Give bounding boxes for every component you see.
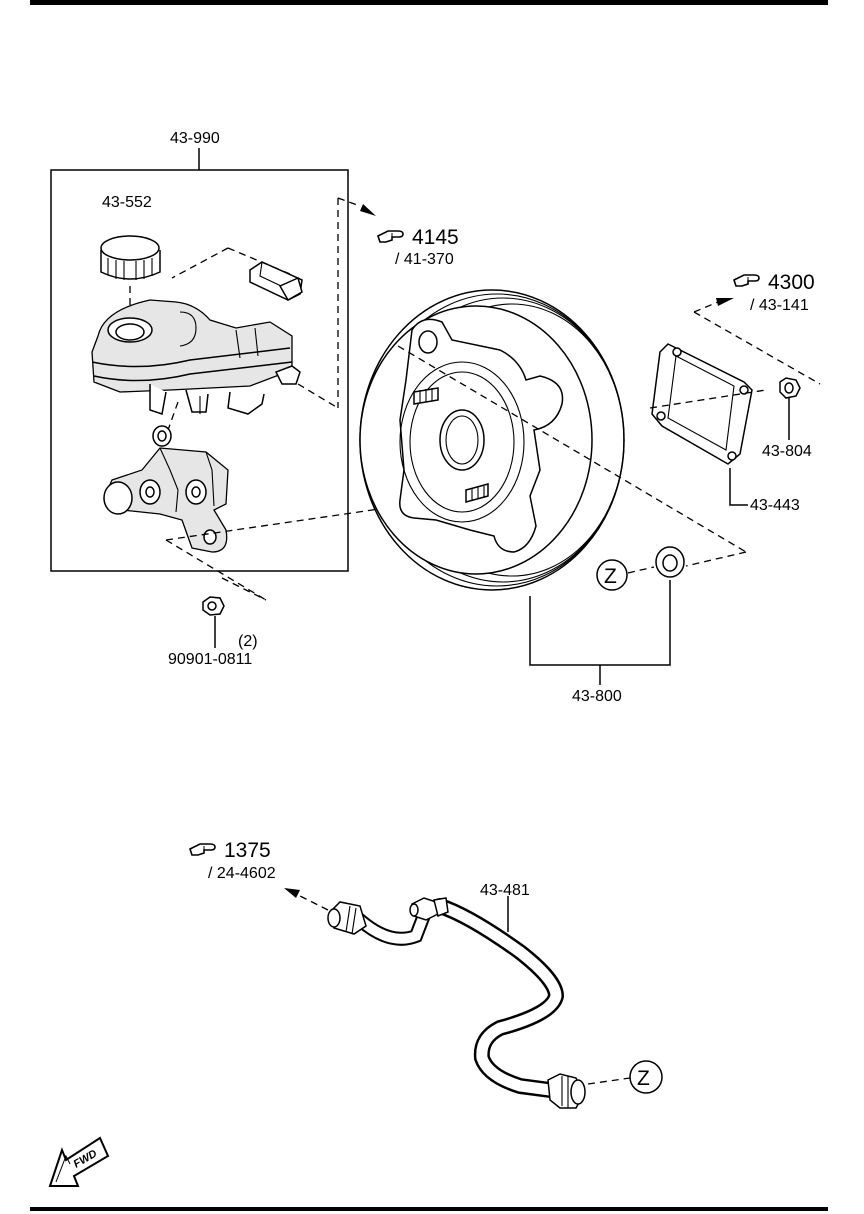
- label-90901-0811[interactable]: 90901-0811: [168, 651, 252, 668]
- ref-1375[interactable]: 1375: [224, 839, 271, 862]
- connector-mark-top: [596, 559, 628, 591]
- ref-4300[interactable]: 4300: [768, 271, 815, 294]
- label-43-804[interactable]: 43-804: [762, 443, 812, 460]
- pointing-hand-icon-2: [733, 274, 760, 287]
- label-qty: (2): [238, 633, 258, 650]
- nut-43-804[interactable]: [779, 377, 801, 399]
- label-43-443[interactable]: 43-443: [750, 497, 800, 514]
- label-43-552[interactable]: 43-552: [102, 194, 152, 211]
- label-43-990[interactable]: 43-990: [170, 130, 220, 147]
- label-43-481[interactable]: 43-481: [480, 882, 530, 899]
- connector-z-bottom: Z: [637, 1067, 650, 1090]
- level-sensor[interactable]: [249, 261, 303, 302]
- reservoir-cap[interactable]: [100, 235, 161, 280]
- reservoir-connectors: [149, 365, 301, 415]
- grommet[interactable]: [655, 546, 685, 578]
- reservoir[interactable]: [91, 299, 293, 393]
- top-border: [30, 0, 828, 5]
- connector-mark-bottom: [629, 1060, 663, 1094]
- vacuum-hose[interactable]: [327, 897, 586, 1109]
- assembly-box: [50, 169, 349, 572]
- label-43-800[interactable]: 43-800: [572, 688, 622, 705]
- connector-z-top: Z: [604, 565, 617, 588]
- master-cylinder[interactable]: [103, 425, 229, 553]
- bottom-border: [30, 1207, 828, 1211]
- pointing-hand-icon: [377, 230, 404, 243]
- flange-nut-90901[interactable]: [202, 596, 225, 616]
- ref-4145[interactable]: 4145: [412, 226, 459, 249]
- ref-24-4602[interactable]: / 24-4602: [208, 865, 276, 882]
- gasket[interactable]: [651, 343, 753, 465]
- brake-booster[interactable]: [359, 289, 625, 591]
- fwd-arrow-icon: FWD: [48, 1136, 110, 1187]
- pointing-hand-icon-3: [189, 843, 216, 856]
- ref-43-141[interactable]: / 43-141: [750, 297, 809, 314]
- ref-41-370[interactable]: / 41-370: [395, 251, 454, 268]
